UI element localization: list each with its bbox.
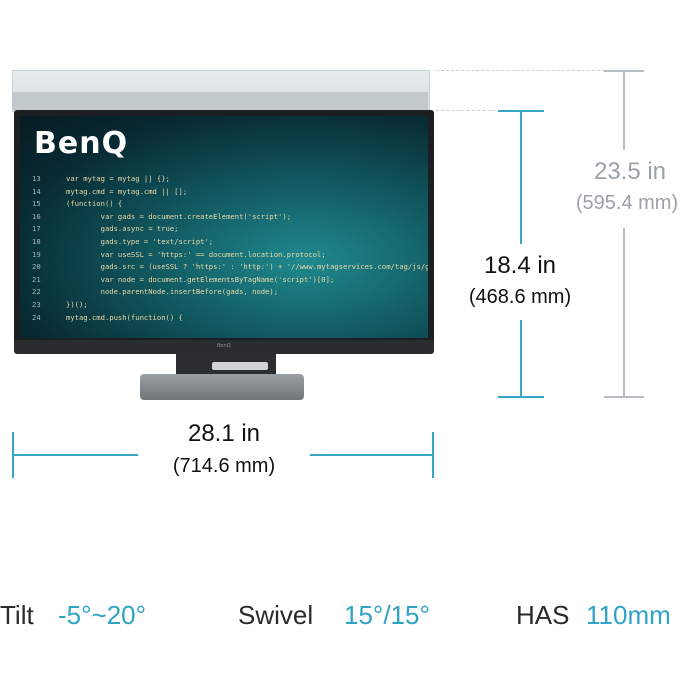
code-text: var gads = document.createElement('scrip… [66, 211, 292, 221]
code-text: gads.type = 'text/script'; [66, 237, 214, 246]
width-cap-right [432, 432, 434, 478]
raised-screen-edge [12, 92, 428, 110]
code-line: 21 var node = document.getElementsByTagN… [32, 275, 334, 284]
total-height-line-bottom [623, 228, 625, 398]
code-text: var mytag = mytag || {}; [66, 174, 170, 183]
code-line: 15 (function() { [32, 199, 122, 208]
has-label: HAS [516, 600, 570, 630]
stand-base [140, 374, 304, 400]
total-height-metric: (595.4 mm) [575, 192, 679, 214]
line-number: 17 [32, 224, 41, 234]
brand-logo: BenQ [34, 126, 129, 161]
screen-height-cap-bottom [498, 396, 544, 398]
monitor-screen: BenQ 13 var mytag = mytag || {}; 14 mytag.c… [20, 116, 428, 338]
code-line: 18 gads.type = 'text/script'; [32, 237, 213, 246]
code-text: var node = document.getElementsByTagName… [66, 274, 335, 284]
line-number: 24 [32, 312, 41, 322]
code-line: 14 mytag.cmd = mytag.cmd || []; [32, 187, 187, 196]
line-number: 20 [32, 262, 41, 272]
line-number: 23 [32, 300, 41, 309]
code-text: (function() { [66, 199, 123, 209]
screen-height-line-bottom [520, 320, 522, 398]
swivel-label: Swivel [238, 600, 314, 630]
code-text: gads.async = true; [66, 224, 179, 234]
line-number: 15 [32, 199, 41, 209]
code-text: mytag.cmd = mytag.cmd || []; [66, 186, 188, 196]
tilt-value: -5°~20° [58, 600, 147, 630]
swivel-value: 15°/15° [344, 600, 430, 630]
code-text: })(); [66, 300, 88, 309]
code-line: 13 var mytag = mytag || {}; [32, 174, 170, 183]
screen-height-value: 18.4 in [483, 252, 557, 279]
tilt-label: Tilt [0, 600, 34, 630]
code-line: 23 })(); [32, 300, 88, 309]
width-metric: (714.6 mm) [172, 455, 276, 477]
total-height-cap-bottom [604, 396, 644, 398]
code-text: var useSSL = 'https:' == document.locati… [66, 249, 326, 259]
screen-height-metric: (468.6 mm) [468, 286, 572, 308]
line-number: 14 [32, 186, 41, 196]
code-line: 16 var gads = document.createElement('sc… [32, 212, 291, 221]
code-line: 19 var useSSL = 'https:' == document.loc… [32, 250, 326, 259]
code-line: 20 gads.src = (useSSL ? 'https:' : 'http… [32, 262, 428, 271]
bezel-logo: BenQ [217, 343, 231, 349]
line-number: 18 [32, 237, 41, 246]
line-number: 13 [32, 174, 41, 183]
total-height-value: 23.5 in [593, 158, 667, 185]
has-value: 110mm [586, 600, 671, 630]
code-text: node.parentNode.insertBefore(gads, node)… [66, 287, 279, 297]
screen-height-line-top [520, 110, 522, 244]
line-number: 22 [32, 287, 41, 297]
stand-port-panel [212, 362, 268, 370]
line-number: 16 [32, 211, 41, 221]
total-height-line-top [623, 70, 625, 150]
code-line: 24 mytag.cmd.push(function() { [32, 313, 183, 322]
code-line: 22 node.parentNode.insertBefore(gads, no… [32, 287, 278, 296]
width-line-left [12, 454, 138, 456]
top-guide-line [436, 70, 620, 71]
code-text: mytag.cmd.push(function() { [66, 312, 183, 322]
screen-top-guide-line [436, 110, 516, 111]
line-number: 21 [32, 274, 41, 284]
code-text: gads.src = (useSSL ? 'https:' : 'http:')… [66, 262, 428, 272]
width-line-right [310, 454, 434, 456]
width-value: 28.1 in [187, 420, 261, 447]
monitor-bottom-bezel [14, 340, 434, 354]
line-number: 19 [32, 249, 41, 259]
code-line: 17 gads.async = true; [32, 224, 179, 233]
